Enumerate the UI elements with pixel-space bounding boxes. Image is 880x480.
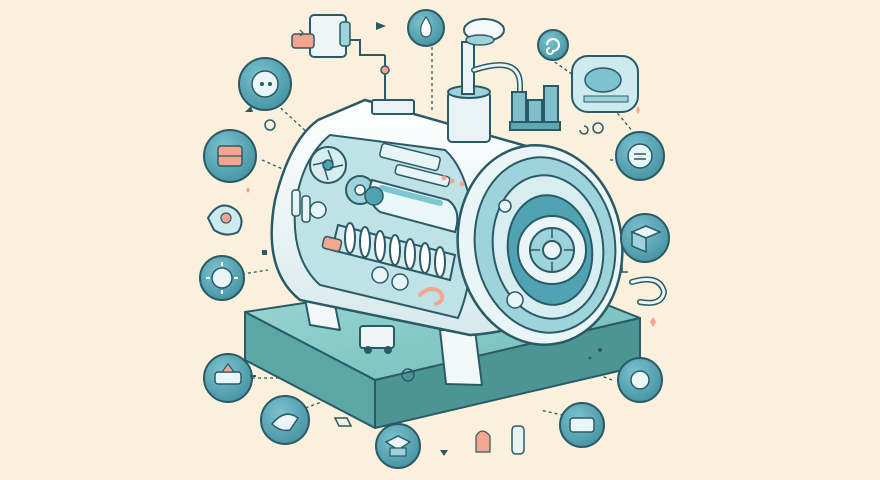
cloud-icon	[463, 18, 505, 46]
bracket-icon	[620, 213, 670, 263]
rotate-icon	[559, 402, 605, 448]
valve-icon	[203, 353, 253, 403]
top-tank	[447, 18, 523, 143]
turbine-icon	[260, 395, 310, 445]
monitor-scene-icon	[571, 55, 639, 113]
factory-pipes	[509, 85, 561, 131]
wrench-icon	[206, 204, 243, 236]
cube-icon	[375, 423, 421, 469]
card-icon	[203, 129, 257, 183]
control-box	[338, 39, 415, 115]
water-drop-icon	[407, 9, 445, 47]
gauge-icon	[238, 57, 292, 111]
internal-fan	[309, 146, 347, 184]
nozzle-icon	[291, 14, 351, 58]
cog-small-icon	[617, 357, 663, 403]
gear-icon	[199, 255, 245, 301]
chip-icon	[615, 131, 665, 181]
ring-icon	[629, 276, 668, 306]
machine-body	[270, 98, 624, 346]
cart-icon	[359, 325, 395, 354]
screw-auger	[330, 222, 457, 282]
glass-capsule	[364, 178, 459, 234]
icon-badges	[199, 9, 670, 469]
decorations	[245, 29, 656, 456]
spiral-icon	[537, 29, 569, 61]
